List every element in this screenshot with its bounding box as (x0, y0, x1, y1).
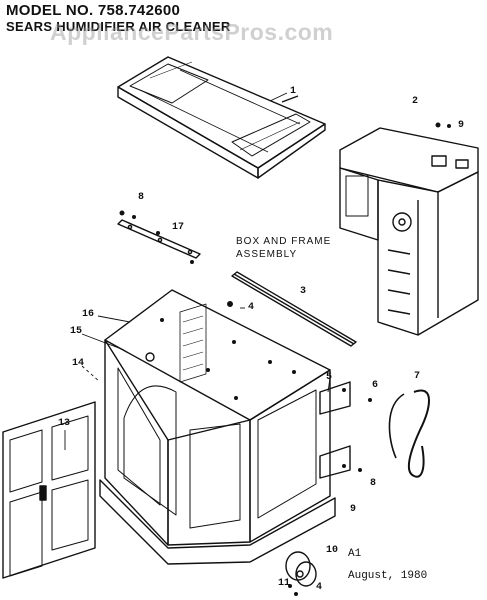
callout-13: 13 (58, 418, 71, 429)
part-side-panel (319, 381, 351, 479)
callout-5: 5 (326, 372, 333, 383)
callout-17: 17 (172, 222, 185, 233)
callout-4-lower: 4 (316, 582, 323, 593)
watermark: AppliancePartsPros.com (50, 19, 334, 45)
screw-icons (119, 122, 451, 596)
callout-4: 4 (248, 302, 255, 313)
part-hose (388, 389, 430, 478)
callout-11: 11 (278, 578, 291, 589)
callout-1: 1 (290, 86, 297, 97)
callout-10: 10 (326, 545, 339, 556)
callout-16: 16 (82, 309, 95, 320)
part-bracket (117, 219, 201, 259)
callout-8: 8 (138, 192, 145, 203)
diagram-title: SEARS HUMIDIFIER AIR CLEANER (6, 19, 231, 34)
callout-7: 7 (414, 371, 421, 382)
callout-14: 14 (72, 358, 85, 369)
part-motor (285, 551, 317, 587)
callout-9: 9 (458, 120, 465, 131)
part-rail (231, 271, 357, 347)
footer-code: A1 (348, 548, 362, 560)
callout-15: 15 (70, 326, 83, 337)
callout-9-lower: 9 (350, 504, 357, 515)
callout-8-lower: 8 (370, 478, 377, 489)
callout-3: 3 (300, 286, 307, 297)
model-number: MODEL NO. 758.742600 (6, 2, 181, 19)
callout-6: 6 (372, 380, 379, 391)
assembly-label-line1: BOX AND FRAME (236, 236, 332, 247)
part-top-lid (117, 56, 326, 179)
part-door-panels (2, 401, 96, 579)
footer-date: August, 1980 (348, 570, 428, 582)
part-cabinet (99, 289, 336, 565)
part-humidifier-module (339, 127, 479, 336)
callout-2: 2 (412, 96, 419, 107)
leader-lines (64, 92, 331, 450)
assembly-label-line2: ASSEMBLY (236, 249, 298, 260)
